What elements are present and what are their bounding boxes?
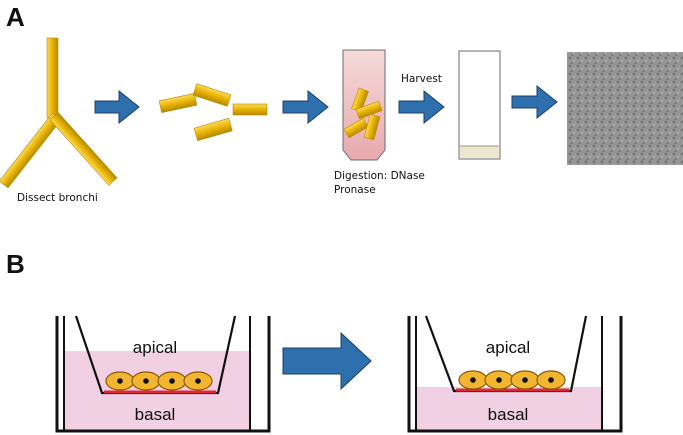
nucleus-right-1: [470, 377, 476, 383]
panel-b-letter: B: [6, 249, 25, 279]
basal-label-right: basal: [488, 405, 529, 424]
arrow-1: [94, 89, 140, 125]
cells-left: [105, 371, 213, 391]
bronchus-right-branch: [49, 112, 118, 186]
apical-label-left: apical: [133, 338, 177, 357]
nucleus-right-3: [522, 377, 528, 383]
cell-micrograph: [567, 52, 683, 165]
apical-label-right: apical: [486, 338, 530, 357]
cell-pellet: [460, 146, 499, 158]
arrow-transition: [282, 331, 372, 391]
digestion-tube: [342, 49, 386, 161]
well-wall-right: [407, 316, 623, 433]
nucleus-left-4: [195, 378, 201, 384]
bronchi-illustration: [0, 37, 118, 189]
nucleus-left-2: [143, 378, 149, 384]
digestion-label: Digestion: DNase: [334, 170, 425, 182]
arrow-3: [398, 89, 445, 125]
well-wall-left: [55, 316, 271, 433]
bronchi-fragments: [158, 83, 268, 142]
bronchus-trunk: [46, 37, 59, 119]
transwell-left: apical basal: [55, 315, 271, 433]
dissect-bronchi-label: Dissect bronchi: [17, 192, 98, 204]
fragment-4: [193, 117, 233, 142]
nucleus-left-3: [169, 378, 175, 384]
panel-a-letter: A: [6, 2, 25, 32]
well-inner-walls-left: [63, 316, 251, 431]
basal-label-left: basal: [135, 405, 176, 424]
harvest-label: Harvest: [401, 73, 442, 85]
bronchus-left-branch: [0, 112, 62, 189]
cells-right: [458, 370, 566, 390]
nucleus-left-1: [117, 378, 123, 384]
micrograph-image: [567, 52, 683, 165]
tube-fragment-3: [343, 117, 369, 139]
fragment-1: [158, 93, 198, 113]
centrifuge-tube-body: [458, 50, 501, 160]
micrograph-tint: [567, 52, 683, 165]
arrow-2: [282, 89, 329, 125]
arrow-4: [511, 84, 558, 120]
centrifuge-tube: [458, 50, 501, 160]
fragment-2: [192, 83, 232, 107]
digestion-label-line2: Pronase: [334, 184, 376, 196]
well-inner-walls-right: [415, 316, 603, 431]
nucleus-right-2: [496, 377, 502, 383]
medium-right: [416, 387, 602, 431]
nucleus-right-4: [548, 377, 554, 383]
tube-fragment-4: [363, 113, 381, 141]
fragment-3: [232, 103, 268, 116]
transwell-right: apical basal: [407, 315, 623, 433]
